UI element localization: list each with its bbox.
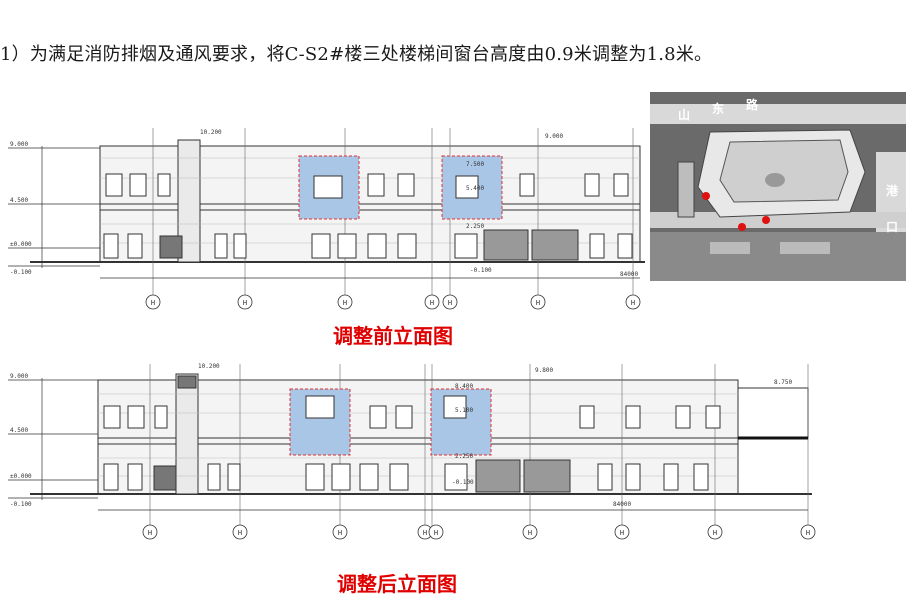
axis-label: H <box>151 299 155 307</box>
ground-label: -0.100 <box>452 479 474 486</box>
site-map-drawing <box>650 92 906 281</box>
road-label: 港 <box>886 184 899 198</box>
road-label: 山 <box>678 108 691 122</box>
axis-label: H <box>536 299 540 307</box>
axis-label: H <box>448 299 452 307</box>
axis-label: H <box>434 529 438 537</box>
axis-label: H <box>343 299 347 307</box>
ground-label: -0.100 <box>470 267 492 274</box>
location-marker <box>762 216 770 224</box>
axis-label: H <box>713 529 717 537</box>
site-map: 山 东 路 港 口 <box>650 92 906 281</box>
axis-label: H <box>528 529 532 537</box>
axis-label: H <box>631 299 635 307</box>
level-mark: 9.000 <box>10 141 28 148</box>
box-label: 5.400 <box>466 185 484 192</box>
axis-label: H <box>423 529 427 537</box>
road-label: 口 <box>886 220 899 234</box>
axis-label: H <box>430 299 434 307</box>
box-label: 7.500 <box>466 161 484 168</box>
location-marker <box>738 223 746 231</box>
axis-label: H <box>243 299 247 307</box>
top-mark: 10.200 <box>198 363 220 370</box>
elevation-after-drawing: 9.000 4.500 ±0.000 -0.100 10.200 9.800 8… <box>8 363 816 540</box>
level-mark: ±0.000 <box>10 241 32 248</box>
level-mark: -0.100 <box>10 269 32 276</box>
elevation-before-drawing: 9.000 4.500 ±0.000 -0.100 10.200 9.000 7… <box>8 128 645 310</box>
caption-after: 调整后立面图 <box>337 572 457 596</box>
top-mark: 10.200 <box>200 129 222 136</box>
level-mark: 4.500 <box>10 427 28 434</box>
box-label: 2.250 <box>455 453 473 460</box>
top-mark: 9.800 <box>535 367 553 374</box>
overall-dimension: 84000 <box>620 271 638 278</box>
axis-label: H <box>806 529 810 537</box>
road-label: 东 <box>712 102 725 116</box>
location-marker <box>702 192 710 200</box>
axis-label: H <box>620 529 624 537</box>
axis-label: H <box>238 529 242 537</box>
level-mark: ±0.000 <box>10 473 32 480</box>
axis-label: H <box>338 529 342 537</box>
document-heading: 1）为满足消防排烟及通风要求，将C-S2#楼三处楼梯间窗台高度由0.9米调整为1… <box>0 44 713 65</box>
top-mark: 8.750 <box>774 379 792 386</box>
road-label: 路 <box>746 98 759 112</box>
box-label: 8.400 <box>455 383 473 390</box>
axis-label: H <box>148 529 152 537</box>
box-label: 2.250 <box>466 223 484 230</box>
level-mark: 4.500 <box>10 197 28 204</box>
level-mark: -0.100 <box>10 501 32 508</box>
caption-before: 调整前立面图 <box>333 324 453 348</box>
level-mark: 9.000 <box>10 373 28 380</box>
overall-dimension: 84000 <box>613 501 631 508</box>
box-label: 5.100 <box>455 407 473 414</box>
top-mark: 9.000 <box>545 133 563 140</box>
